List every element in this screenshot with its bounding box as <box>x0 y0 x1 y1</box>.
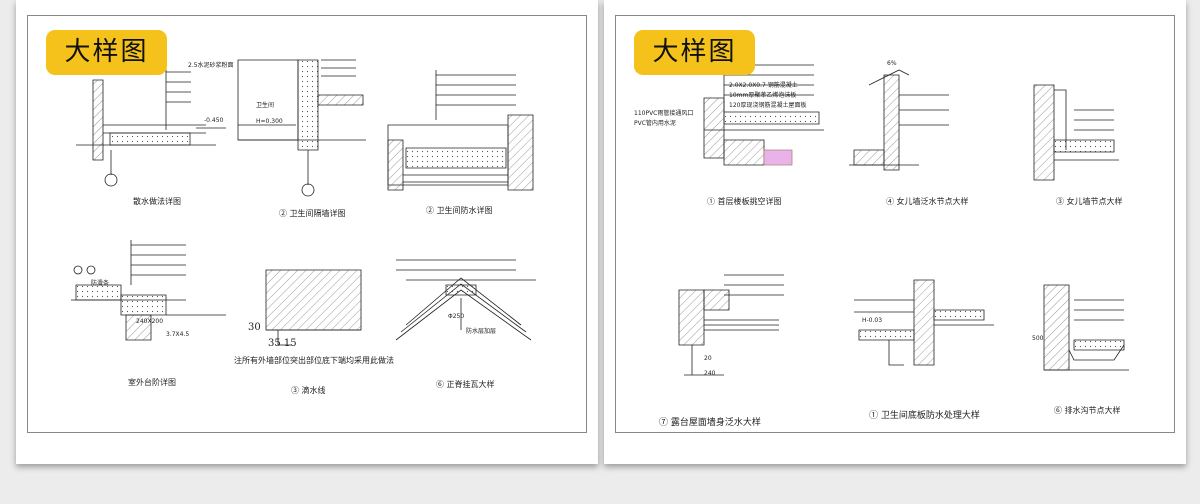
height-label: H=0.300 <box>256 118 283 125</box>
drawing-frame <box>615 15 1175 433</box>
step-label: 防滑条 <box>91 280 110 287</box>
caption-bath-waterproof: ② 卫生间防水详图 <box>426 206 493 215</box>
left-drawing-linework <box>16 0 598 464</box>
dimension-240: 240 <box>704 370 716 377</box>
drip-note: 注所有外墙部位突出部位底下端均采用此做法 <box>234 356 394 365</box>
caption-first-floor: ① 首层楼板挑空详图 <box>707 197 782 206</box>
drip-dimension-3515: 35 15 <box>268 338 297 349</box>
right-drawing-linework <box>604 0 1186 464</box>
dimension-20: 20 <box>704 355 712 362</box>
caption-drip: ③ 滴水线 <box>291 386 326 395</box>
ridge-dimension: Φ250 <box>448 313 465 320</box>
caption-drain-node: ⑥ 排水沟节点大样 <box>1054 406 1121 415</box>
caption-outdoor-step: 室外台阶详图 <box>128 378 176 387</box>
left-sheet: 大样图 -0.450 2.5水泥砂浆粉面 卫生间 H=0.300 240X200… <box>16 0 598 464</box>
caption-parapet-flashing: ④ 女儿墙泛水节点大样 <box>886 197 969 206</box>
bath-label: 卫生间 <box>256 102 275 109</box>
drawing-frame <box>27 15 587 433</box>
pvc-note-2: PVC管内用水泥 <box>634 120 676 127</box>
caption-drain-detail: 散水做法详图 <box>133 197 181 206</box>
step-dimension: 240X200 <box>136 318 164 325</box>
layer-label-3: 10mm厚聚苯乙烯泡沫板 <box>729 92 797 99</box>
caption-bath-wall: ② 卫生间隔墙详图 <box>279 209 346 218</box>
drip-dimension-30: 30 <box>248 322 261 333</box>
drain-note: 2.5水泥砂浆粉面 <box>188 62 234 69</box>
dimension-500: 500 <box>1032 335 1044 342</box>
section-badge: 大样图 <box>634 30 755 75</box>
caption-ridge: ⑥ 正脊挂瓦大样 <box>436 380 495 389</box>
ridge-note: 防水层加层 <box>466 328 497 335</box>
caption-terrace: ⑦ 露台屋面墙身泛水大样 <box>659 418 761 428</box>
pvc-note: 110PVC雨管接通风口 <box>634 110 694 117</box>
caption-parapet-node: ③ 女儿墙节点大样 <box>1056 197 1123 206</box>
slope-label: 6% <box>887 60 897 67</box>
right-sheet: 大样图 110PVC雨管接通风口 PVC管内用水泥 2.0X2.0X0.7 钢筋… <box>604 0 1186 464</box>
height-label: H-0.03 <box>862 317 883 324</box>
step-dimension-2: 3.7X4.5 <box>166 331 190 338</box>
caption-bath-floor: ① 卫生间底板防水处理大样 <box>869 411 980 421</box>
layer-label-2: 2.0X2.0X0.7 钢筋混凝土 <box>729 82 798 89</box>
level-label: -0.450 <box>204 117 224 124</box>
layer-label-4: 120厚现浇钢筋混凝土屋面板 <box>729 102 807 109</box>
section-badge: 大样图 <box>46 30 167 75</box>
